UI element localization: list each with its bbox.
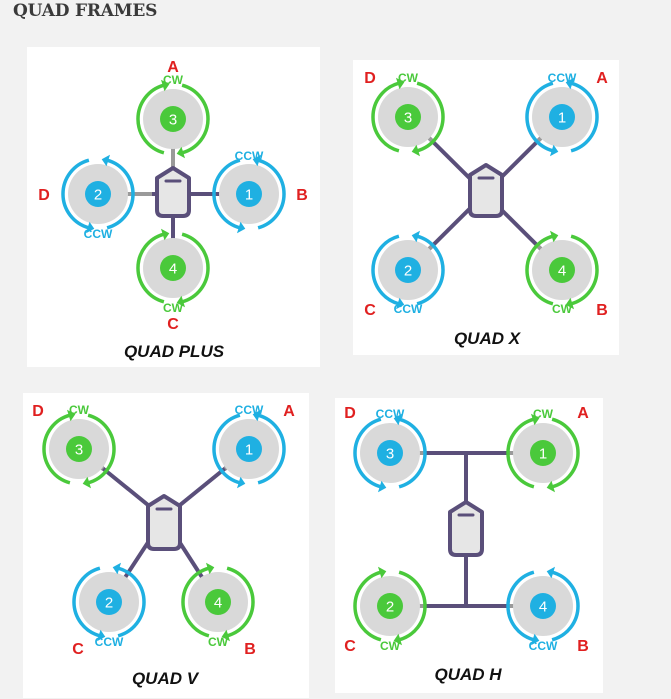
svg-text:2: 2 — [94, 187, 102, 204]
quad-v-diagram: 1 4 2 3 CCW CW CCW CW A B C D QUAD V — [32, 403, 295, 688]
svg-text:2: 2 — [386, 599, 394, 616]
motor-2: 2 — [353, 566, 427, 646]
svg-text:2: 2 — [105, 595, 113, 612]
position-label: D — [38, 187, 50, 204]
position-label: A — [167, 59, 179, 76]
page-title: QUAD FRAMES — [13, 1, 158, 21]
svg-text:4: 4 — [558, 263, 566, 280]
quad-h-panel: 1 4 2 3 CW CCW CW CCW A B C D QUAD H — [335, 398, 603, 693]
position-label: C — [344, 638, 356, 655]
rotation-label: CCW — [376, 407, 405, 421]
frame-title: QUAD V — [132, 669, 200, 688]
rotation-label: CW — [69, 403, 90, 417]
svg-text:3: 3 — [404, 110, 412, 127]
rotation-label: CCW — [95, 635, 124, 649]
frame-title: QUAD H — [434, 665, 502, 684]
rotation-label: CW — [552, 302, 573, 316]
position-label: C — [364, 302, 376, 319]
frame-title: QUAD X — [454, 329, 522, 348]
position-label: D — [364, 70, 376, 87]
frame-title: QUAD PLUS — [124, 342, 225, 361]
motor-3: 3 — [353, 413, 427, 493]
rotation-label: CW — [163, 73, 184, 87]
svg-text:1: 1 — [558, 110, 566, 127]
quad-plus-diagram: 3 1 4 2 CW CCW CW CCW A B C D QUAD PLUS — [38, 59, 308, 361]
quad-plus-panel: 3 1 4 2 CW CCW CW CCW A B C D QUAD PLUS — [27, 47, 320, 367]
svg-text:1: 1 — [245, 187, 253, 204]
position-label: D — [344, 405, 356, 422]
svg-text:4: 4 — [214, 595, 222, 612]
rotation-label: CCW — [394, 302, 423, 316]
position-label: B — [296, 187, 308, 204]
position-label: B — [596, 302, 608, 319]
svg-text:1: 1 — [539, 446, 547, 463]
motor-1: 1 — [506, 413, 580, 493]
motor-4: 4 — [181, 562, 255, 642]
svg-text:3: 3 — [386, 446, 394, 463]
motor-3: 3 — [42, 409, 116, 489]
position-label: D — [32, 403, 44, 420]
flight-controller — [448, 500, 484, 557]
rotation-label: CW — [533, 407, 554, 421]
rotation-label: CW — [398, 71, 419, 85]
svg-text:3: 3 — [75, 442, 83, 459]
motor-1: 1 — [212, 154, 286, 234]
motor-3: 3 — [371, 77, 445, 157]
motor-2: 2 — [371, 230, 445, 310]
flight-controller — [155, 166, 191, 218]
motor-4: 4 — [506, 566, 580, 646]
motor-4: 4 — [525, 230, 599, 310]
position-label: C — [167, 316, 179, 333]
motor-3: 3 — [136, 79, 210, 159]
svg-text:2: 2 — [404, 263, 412, 280]
svg-text:4: 4 — [169, 261, 177, 278]
position-label: B — [577, 638, 589, 655]
rotation-label: CCW — [84, 227, 113, 241]
svg-text:3: 3 — [169, 112, 177, 129]
rotation-label: CCW — [548, 71, 577, 85]
rotation-label: CCW — [529, 639, 558, 653]
quad-x-diagram: 1 4 2 3 CCW CW CCW CW A B C D QUAD X — [364, 70, 608, 348]
rotation-label: CW — [380, 639, 401, 653]
rotation-label: CW — [208, 635, 229, 649]
svg-text:4: 4 — [539, 599, 547, 616]
position-label: A — [596, 70, 608, 87]
rotation-label: CCW — [235, 403, 264, 417]
motor-4: 4 — [136, 228, 210, 308]
position-label: A — [577, 405, 589, 422]
quad-h-diagram: 1 4 2 3 CW CCW CW CCW A B C D QUAD H — [344, 405, 589, 684]
position-label: B — [244, 641, 256, 658]
motor-2: 2 — [72, 562, 146, 642]
svg-text:1: 1 — [245, 442, 253, 459]
flight-controller — [468, 163, 504, 218]
motor-2: 2 — [61, 154, 135, 234]
rotation-label: CCW — [235, 149, 264, 163]
flight-controller — [146, 494, 182, 551]
position-label: A — [283, 403, 295, 420]
rotation-label: CW — [163, 301, 184, 315]
position-label: C — [72, 641, 84, 658]
quad-v-panel: 1 4 2 3 CCW CW CCW CW A B C D QUAD V — [23, 393, 309, 698]
motor-1: 1 — [212, 409, 286, 489]
motor-1: 1 — [525, 77, 599, 157]
quad-x-panel: 1 4 2 3 CCW CW CCW CW A B C D QUAD X — [353, 60, 619, 355]
